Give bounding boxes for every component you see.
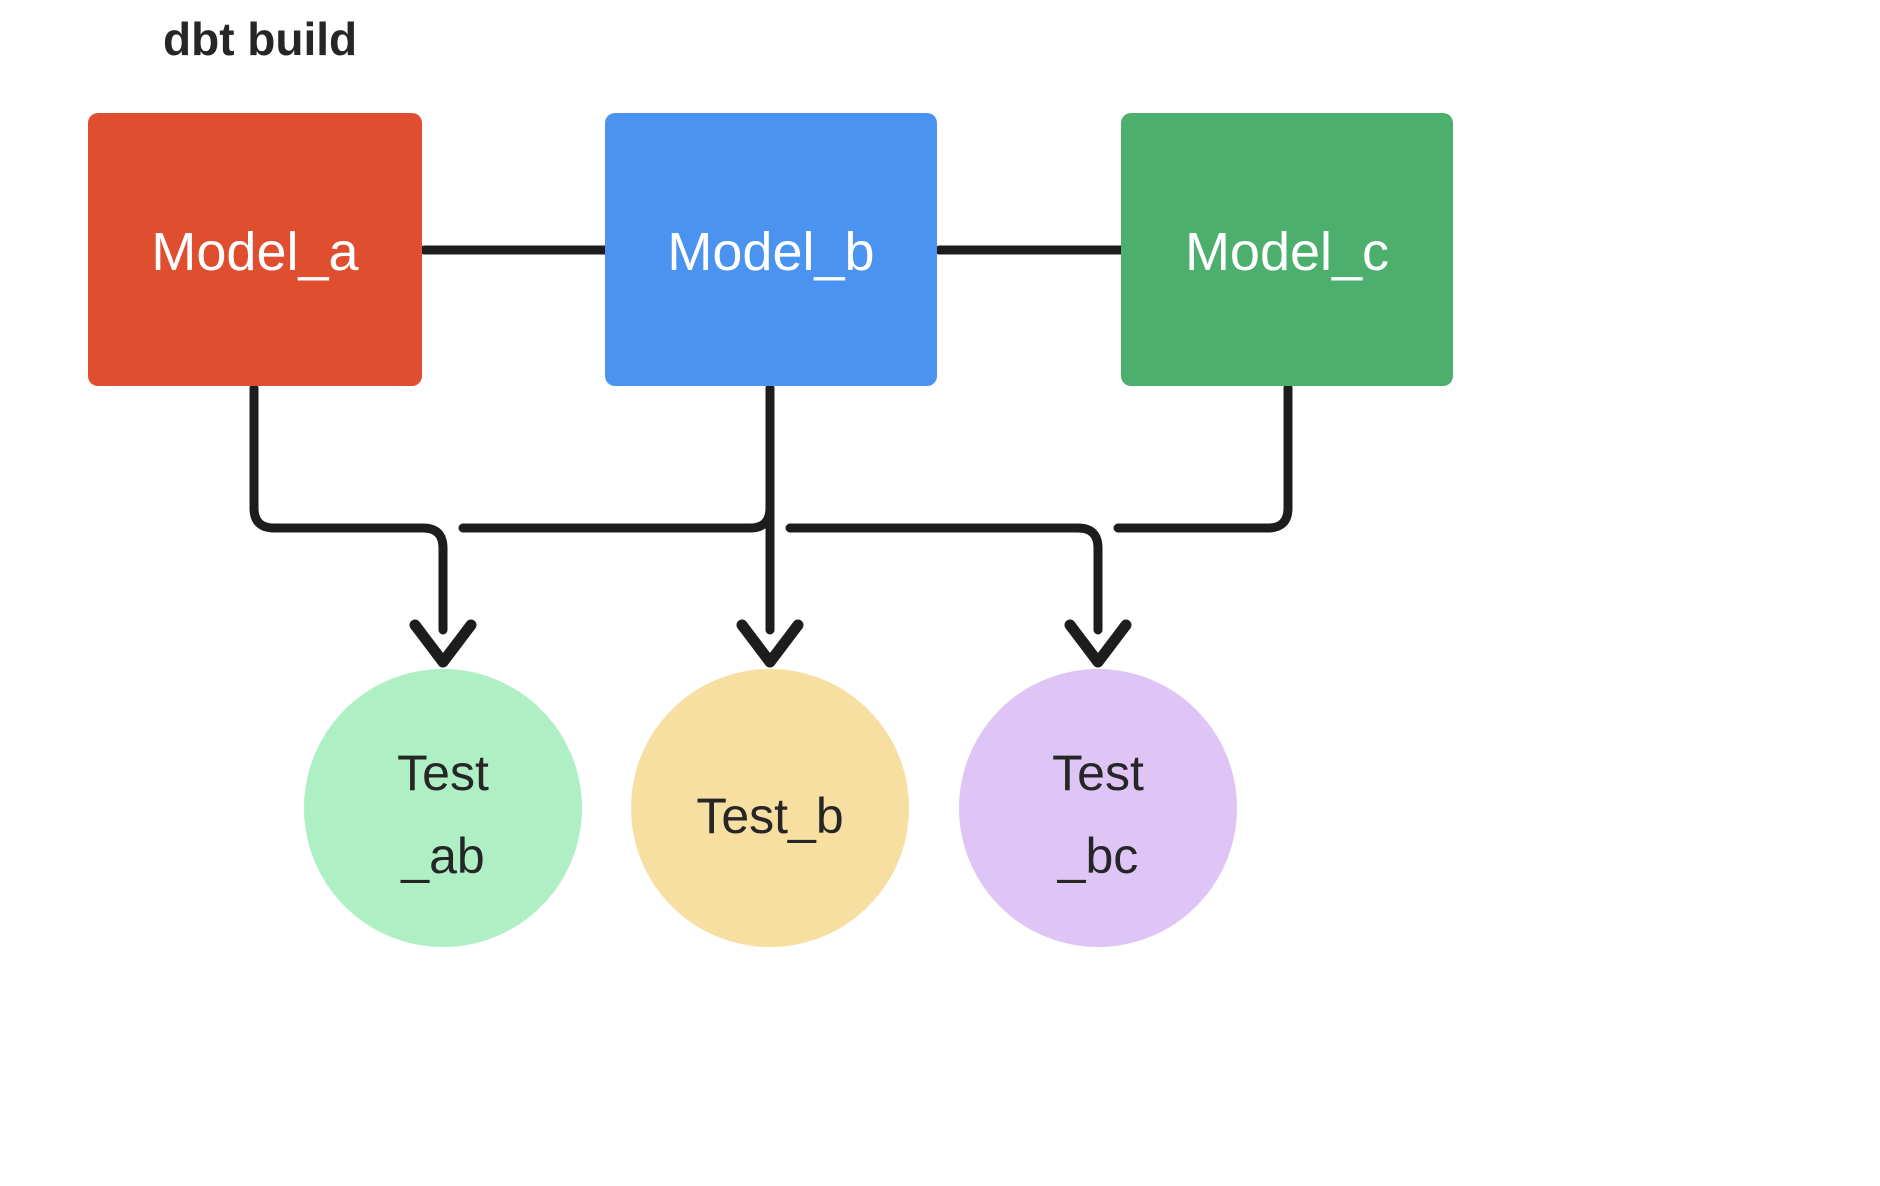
node-test-bc[interactable]: Test _bc: [959, 669, 1237, 947]
test-bc-shape[interactable]: [959, 669, 1237, 947]
test-ab-label-line-2: _ab: [400, 828, 484, 884]
node-model-a[interactable]: Model_a: [88, 113, 422, 386]
model-b-shape[interactable]: [605, 113, 937, 386]
node-test-ab[interactable]: Test _ab: [304, 669, 582, 947]
diagram-title: dbt build: [163, 13, 357, 65]
test-b-label-line-1: Test_b: [696, 788, 843, 844]
model-c-label: Model_c: [1185, 222, 1389, 282]
test-ab-shape[interactable]: [304, 669, 582, 947]
edge-model-b-to-test-ab: [458, 503, 1132, 668]
node-model-b[interactable]: Model_b: [605, 113, 937, 386]
node-model-c[interactable]: Model_c: [1121, 113, 1453, 386]
test-bc-label-line-2: _bc: [1057, 828, 1139, 884]
edge-model-c-to-test-bc: [1113, 383, 1293, 533]
model-b-label: Model_b: [667, 222, 874, 282]
edge-model-a-to-test-ab: [249, 383, 477, 668]
model-a-label: Model_a: [151, 222, 359, 282]
model-a-shape[interactable]: [88, 113, 422, 386]
test-ab-label-line-1: Test: [397, 745, 489, 801]
model-c-shape[interactable]: [1121, 113, 1453, 386]
test-bc-label-line-1: Test: [1052, 745, 1144, 801]
node-test-b[interactable]: Test_b: [631, 669, 909, 947]
test-b-shape[interactable]: [631, 669, 909, 947]
